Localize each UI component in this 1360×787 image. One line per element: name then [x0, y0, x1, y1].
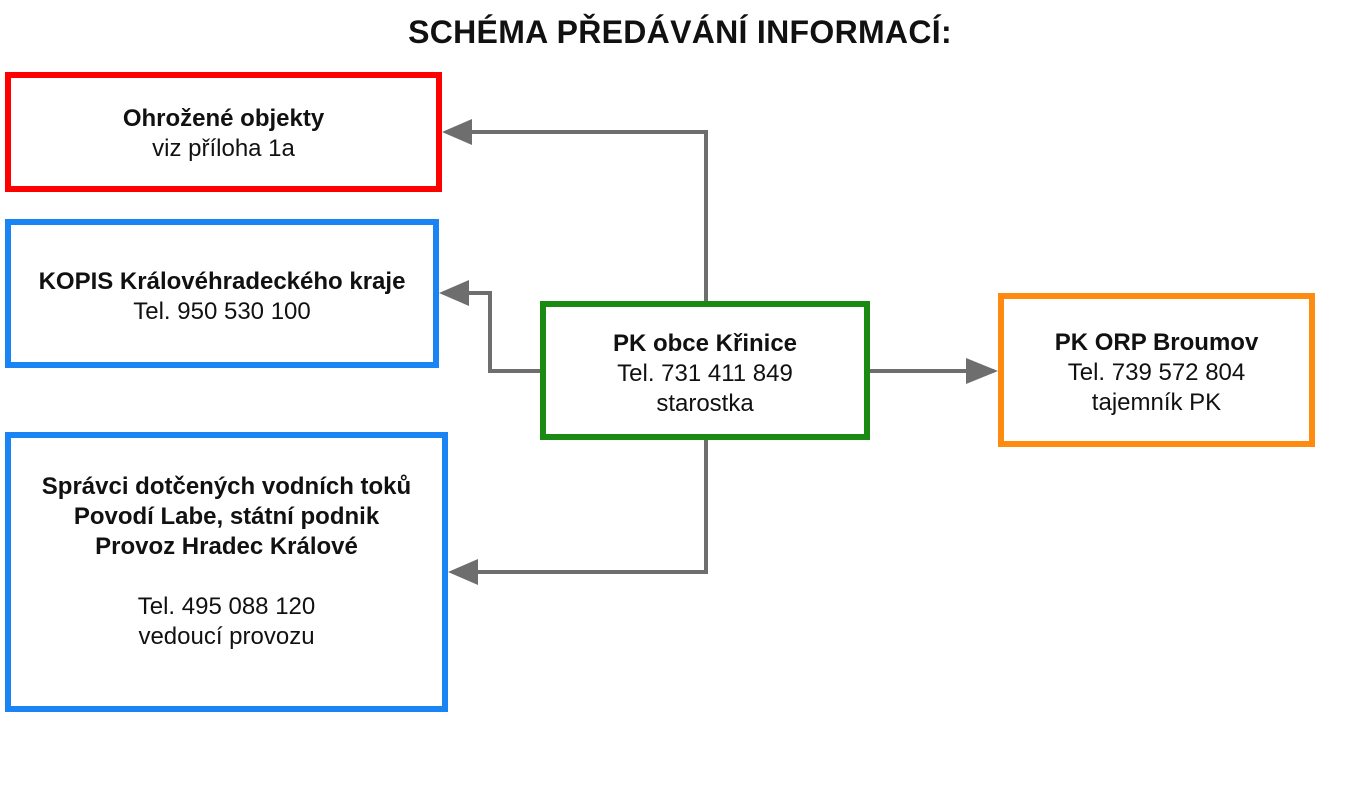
- kopis-box: KOPIS Královéhradeckého kraje Tel. 950 5…: [5, 219, 439, 368]
- arrow-to-threatened: [446, 130, 708, 301]
- arrowhead-spravci-icon: [448, 559, 478, 585]
- orp-name: PK ORP Broumov: [1054, 329, 1259, 356]
- arrow-to-kopis: [443, 291, 540, 373]
- arrowhead-threatened-icon: [442, 119, 472, 145]
- municipality-role: starostka: [656, 390, 754, 417]
- threatened-objects-note: viz příloha 1a: [152, 135, 295, 162]
- water-managers-role: vedoucí provozu: [138, 623, 315, 650]
- diagram-title: SCHÉMA PŘEDÁVÁNÍ INFORMACÍ:: [408, 14, 952, 50]
- water-managers-name: Správci dotčených vodních toků: [41, 473, 412, 500]
- threatened-objects-box: Ohrožené objekty viz příloha 1a: [5, 72, 442, 192]
- municipality-phone: Tel. 731 411 849: [617, 360, 793, 387]
- water-managers-box: Správci dotčených vodních toků Povodí La…: [5, 432, 448, 712]
- water-managers-company: Povodí Labe, státní podnik: [73, 503, 380, 530]
- threatened-objects-name: Ohrožené objekty: [122, 105, 325, 132]
- municipality-box: PK obce Křinice Tel. 731 411 849 starost…: [540, 301, 870, 440]
- kopis-phone: Tel. 950 530 100: [133, 298, 311, 325]
- orp-role: tajemník PK: [1091, 389, 1222, 416]
- water-managers-phone: Tel. 495 088 120: [137, 593, 316, 620]
- orp-box: PK ORP Broumov Tel. 739 572 804 tajemník…: [998, 293, 1315, 447]
- arrowhead-orp-icon: [966, 358, 998, 384]
- municipality-name: PK obce Křinice: [612, 330, 798, 357]
- kopis-name: KOPIS Královéhradeckého kraje: [38, 268, 406, 295]
- orp-phone: Tel. 739 572 804: [1067, 359, 1246, 386]
- water-managers-branch: Provoz Hradec Králové: [95, 533, 358, 560]
- arrowhead-kopis-icon: [439, 280, 469, 306]
- arrow-to-spravci: [452, 440, 708, 574]
